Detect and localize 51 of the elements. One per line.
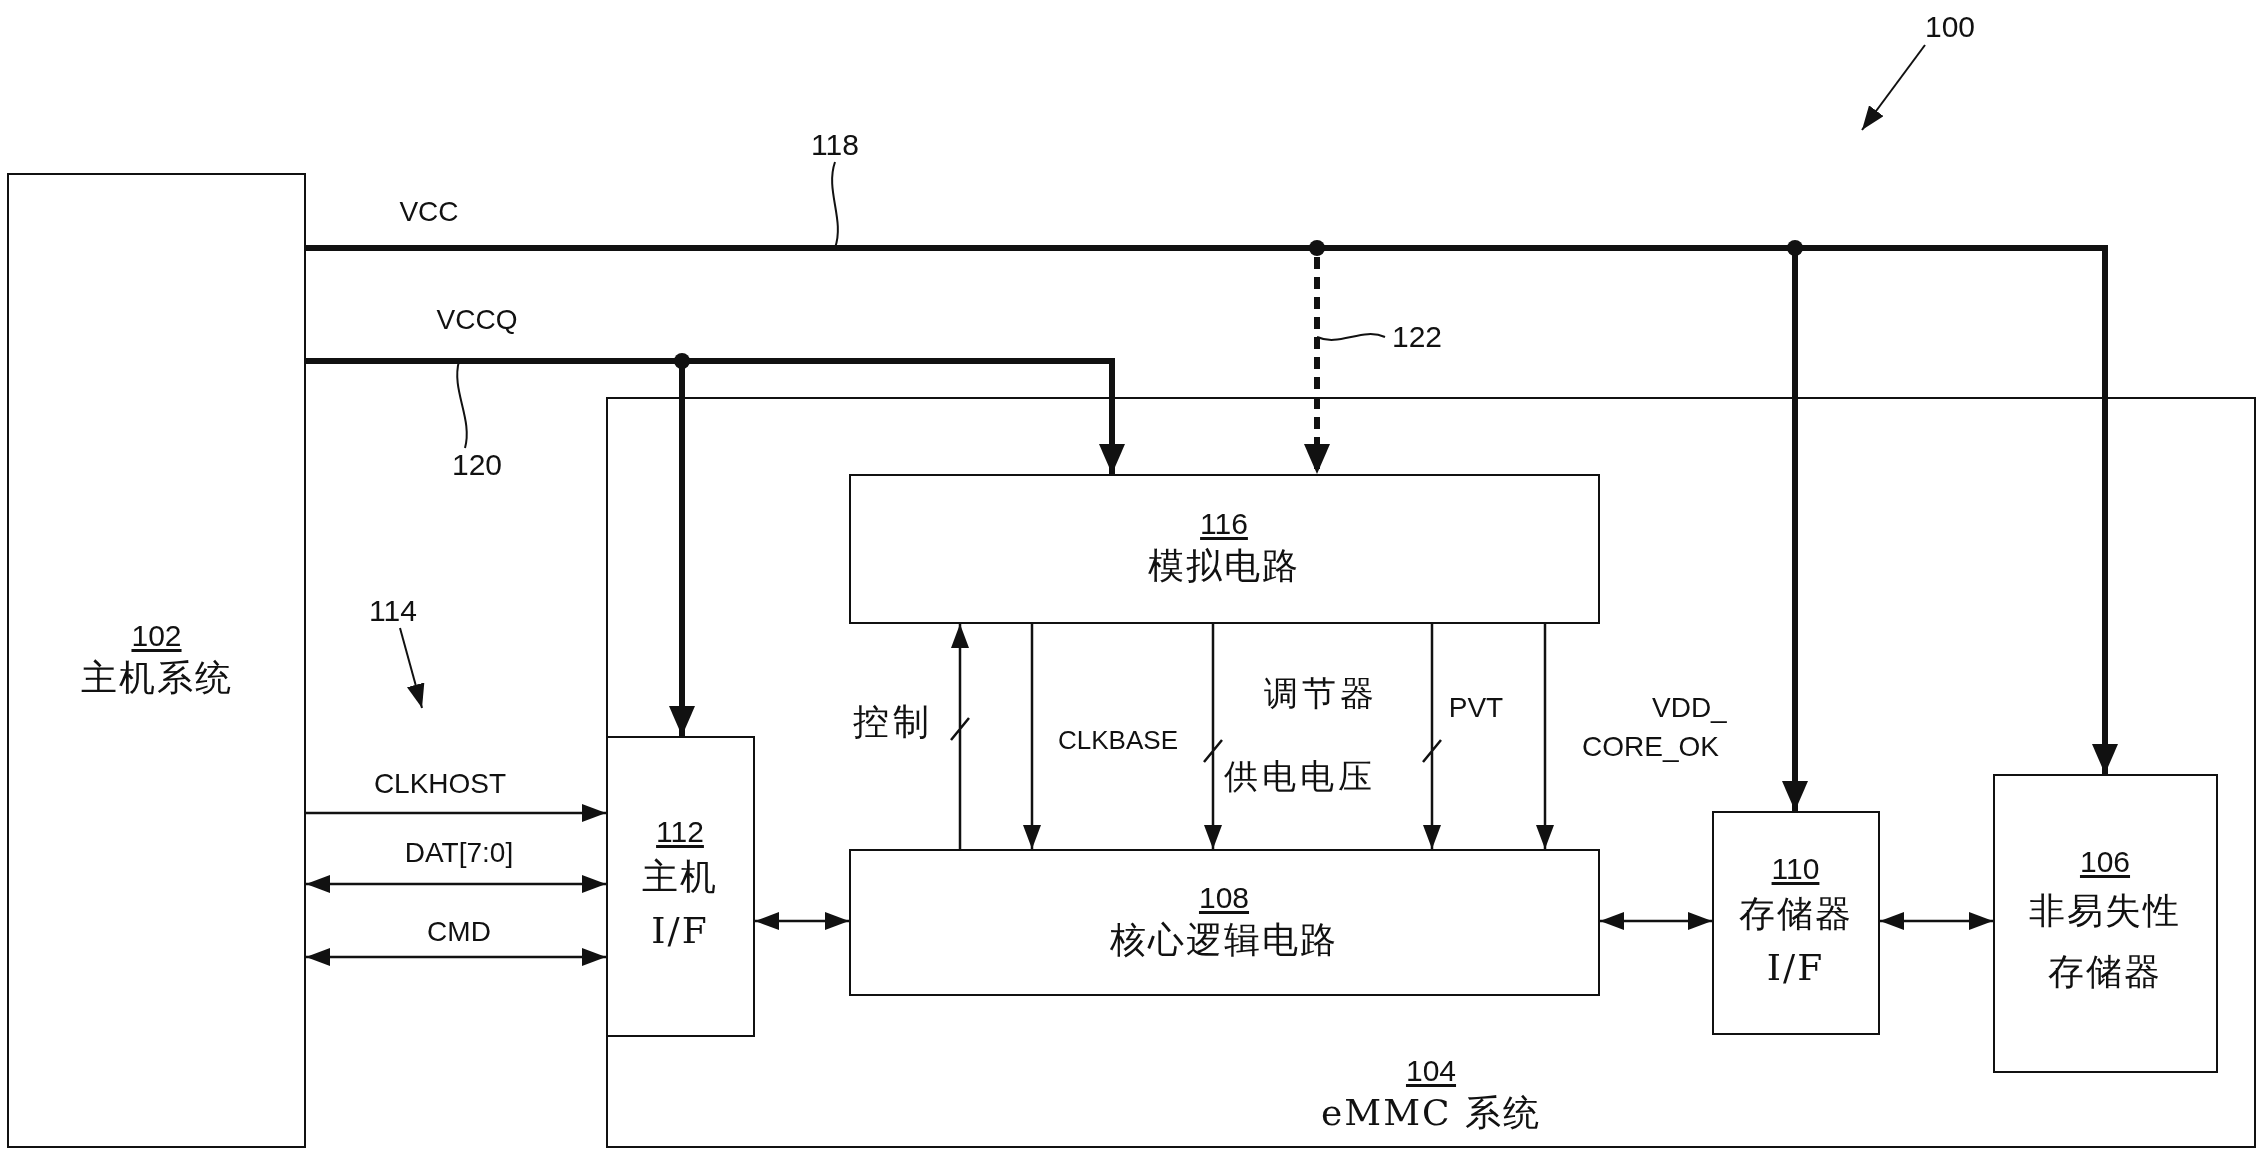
- arrow: [306, 875, 606, 893]
- system-box: [606, 397, 2256, 1148]
- reference-number: 102: [131, 618, 182, 655]
- arrow: [306, 804, 606, 822]
- edge-label: 控制: [853, 700, 933, 744]
- box-label: 核心逻辑电路: [1110, 917, 1338, 962]
- edge-label: DAT[7:0]: [404, 836, 514, 870]
- edge-label: 调节器供电电压: [1224, 672, 1379, 799]
- edge-label: CMD: [427, 915, 491, 949]
- memory-interface-box: [1711, 810, 1880, 1035]
- host-interface-box: [605, 735, 755, 1037]
- box-label: 模拟电路: [1148, 544, 1300, 589]
- arrow: [755, 912, 849, 930]
- leader-line: [1316, 333, 1386, 341]
- host-system-box: [7, 173, 306, 1148]
- box-label: 主机系统: [80, 656, 233, 701]
- pointer-arrow: [1861, 44, 1926, 131]
- reference-number: 108: [1198, 879, 1250, 916]
- edge-label: VCCQ: [436, 303, 518, 337]
- nonvolatile-memory-box: [1992, 773, 2218, 1073]
- callout-text: 100: [1924, 9, 1976, 45]
- analog-circuit-box: [848, 473, 1600, 624]
- callout-text: 114: [369, 593, 417, 629]
- pointer-arrow: [399, 627, 425, 709]
- reference-number: 110: [1771, 850, 1820, 887]
- callout-text: 118: [811, 127, 859, 163]
- arrow: [306, 948, 606, 966]
- reference-number: 112: [656, 814, 704, 850]
- arrow: [306, 245, 1330, 474]
- arrow: [1536, 624, 1554, 849]
- callout-text: 120: [451, 447, 503, 483]
- box-label: 存储器 I/F: [1737, 891, 1854, 990]
- arrow: [1600, 912, 1712, 930]
- core-logic-box: [848, 848, 1600, 996]
- box-label: 非易失性存储器: [2028, 888, 2182, 994]
- reference-number: 106: [2079, 843, 2131, 880]
- arrow: [1023, 624, 1041, 849]
- arrow: [1202, 622, 1224, 851]
- edge-label: VCC: [399, 195, 459, 229]
- reference-number: 104: [1405, 1053, 1457, 1090]
- edge-label: VDD_CORE_OK: [1582, 691, 1728, 765]
- reference-number: 116: [1200, 506, 1248, 543]
- edge-label: CLKBASE: [1058, 725, 1178, 757]
- edge-label: CLKHOST: [373, 767, 507, 801]
- arrow: [949, 622, 971, 851]
- callout-text: 122: [1391, 319, 1443, 355]
- box-label: 主机 I/F: [641, 855, 719, 953]
- arrow: [1880, 912, 1993, 930]
- box-label: eMMC 系统: [1321, 1091, 1541, 1136]
- arrow: [1421, 622, 1443, 851]
- edge-label: PVT: [1448, 691, 1504, 725]
